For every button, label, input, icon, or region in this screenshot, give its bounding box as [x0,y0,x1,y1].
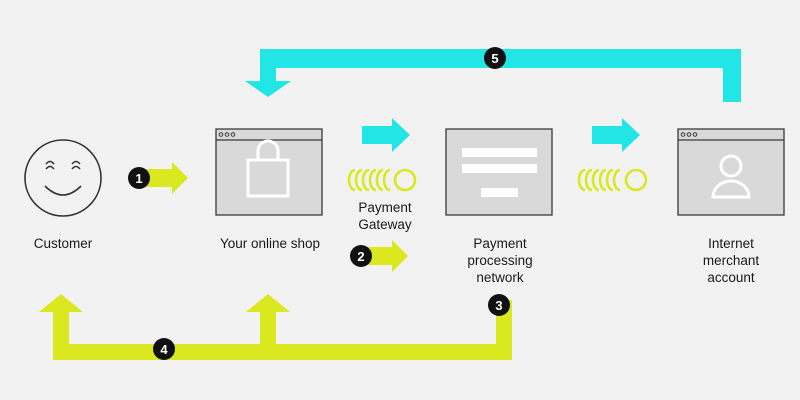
step-5-number: 5 [491,51,498,66]
step-3-number: 3 [495,298,502,313]
step-5-return-arrow [245,49,741,102]
network-window [445,128,553,216]
user-avatar-icon [711,154,751,199]
lime-return-path [39,294,512,360]
network-label: Payment processing network [467,236,533,285]
step-5-badge: 5 [484,47,506,69]
document-lines-icon [462,148,537,197]
shopping-bag-icon [246,139,290,198]
step-1-arrow: 1 [128,162,188,194]
step-2-arrow: 2 [350,240,408,272]
cyan-arrow-to-merchant [592,118,640,152]
step-2-number: 2 [357,249,364,264]
smiley-face-icon [24,139,102,217]
step-4-number: 4 [160,342,168,357]
merchant-label: Internet merchant account [702,236,760,285]
gateway-label: Payment Gateway [358,200,412,232]
merchant-rings-icon [577,168,648,192]
shop-label: Your online shop [219,236,321,251]
customer-label: Customer [33,236,93,251]
cyan-arrow-to-network [362,118,410,152]
gateway-rings-icon [347,168,417,192]
step-4-return-arrow [39,294,512,360]
shop-window [215,128,323,216]
step-4-badge: 4 [153,338,175,360]
step-1-number: 1 [135,171,142,186]
merchant-window [677,128,785,216]
cyan-return-path [245,49,741,102]
step-3-badge: 3 [488,294,510,316]
